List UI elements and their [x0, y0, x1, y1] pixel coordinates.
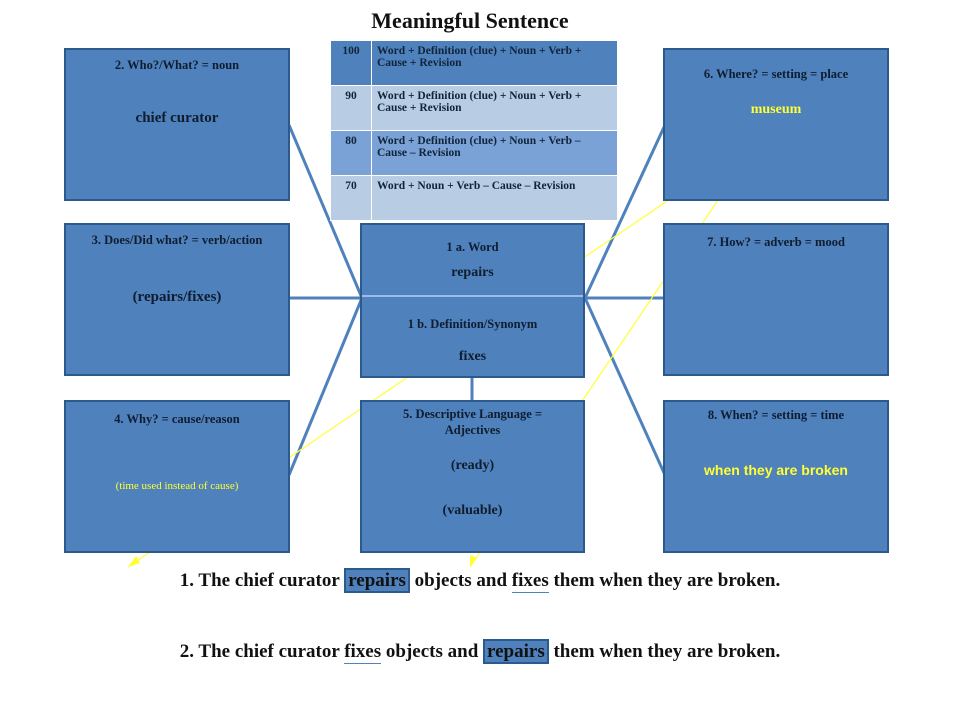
box-why: 4. Why? = cause/reason (time used instea…	[64, 400, 290, 553]
sentence-1-part: them when they are broken.	[548, 570, 781, 591]
box-desc-value-2: (valuable)	[442, 503, 503, 518]
rubric-text: Word + Definition (clue) + Noun + Verb –…	[371, 130, 618, 176]
rubric-table: 100 Word + Definition (clue) + Noun + Ve…	[330, 40, 618, 221]
sentence-2-highlight: repairs	[483, 639, 549, 664]
box-desc-value-1: (ready)	[450, 458, 495, 473]
rubric-text: Word + Definition (clue) + Noun + Verb +…	[371, 40, 618, 86]
sentence-2-underline: fixes	[344, 641, 382, 664]
box-does: 3. Does/Did what? = verb/action (repairs…	[64, 223, 290, 376]
box-def-label: 1 b. Definition/Synonym	[407, 317, 538, 331]
box-when-label: 8. When? = setting = time	[707, 408, 845, 422]
rubric-row: 100 Word + Definition (clue) + Noun + Ve…	[330, 40, 618, 86]
box-when: 8. When? = setting = time when they are …	[663, 400, 889, 553]
box-does-label: 3. Does/Did what? = verb/action	[91, 233, 263, 247]
box-who-value: chief curator	[135, 110, 219, 126]
box-when-value: when they are broken	[704, 462, 848, 478]
rubric-row: 80 Word + Definition (clue) + Noun + Ver…	[330, 130, 618, 176]
sentence-2-part: 2. The chief curator	[179, 641, 345, 662]
box-desc-label: 5. Descriptive Language = Adjectives	[402, 407, 543, 437]
rubric-row: 90 Word + Definition (clue) + Noun + Ver…	[330, 85, 618, 131]
box-why-label: 4. Why? = cause/reason	[114, 412, 240, 426]
sentence-1: 1. The chief curator repairs objects and…	[0, 568, 960, 593]
rubric-score: 90	[330, 85, 372, 131]
box-word-value: repairs	[451, 265, 494, 280]
connector-where	[583, 124, 667, 299]
sentence-1-part: objects and	[409, 570, 512, 591]
box-does-value: (repairs/fixes)	[132, 289, 222, 305]
arrowhead-1	[128, 556, 140, 567]
rubric-row: 70 Word + Noun + Verb – Cause – Revision	[330, 175, 618, 221]
box-word: 1 a. Word repairs 1 b. Definition/Synony…	[360, 223, 585, 378]
box-where-value: museum	[750, 102, 802, 117]
rubric-score: 100	[330, 40, 372, 86]
box-word-label: 1 a. Word	[446, 240, 499, 254]
box-where-label: 6. Where? = setting = place	[703, 67, 849, 81]
sentence-2-part: them when they are broken.	[548, 641, 781, 662]
rubric-text: Word + Definition (clue) + Noun + Verb +…	[371, 85, 618, 131]
box-def-value: fixes	[458, 349, 487, 364]
box-word-divider	[362, 295, 583, 297]
sentence-1-part: 1. The chief curator	[179, 570, 345, 591]
arrowhead-2	[470, 555, 477, 567]
sentence-1-highlight: repairs	[344, 568, 410, 593]
sentence-2-part: objects and	[381, 641, 484, 662]
sentence-2: 2. The chief curator fixes objects and r…	[0, 639, 960, 664]
box-who: 2. Who?/What? = noun chief curator	[64, 48, 290, 201]
page-title: Meaningful Sentence	[371, 8, 569, 33]
box-how-label: 7. How? = adverb = mood	[707, 235, 845, 249]
rubric-score: 70	[330, 175, 372, 221]
connector-why	[287, 297, 364, 476]
connector-when	[583, 297, 667, 476]
box-how: 7. How? = adverb = mood	[663, 223, 889, 376]
sentence-1-underline: fixes	[511, 570, 549, 593]
box-who-label: 2. Who?/What? = noun	[114, 58, 240, 72]
box-where: 6. Where? = setting = place museum	[663, 48, 889, 201]
box-desc: 5. Descriptive Language = Adjectives (re…	[360, 400, 585, 553]
rubric-score: 80	[330, 130, 372, 176]
rubric-text: Word + Noun + Verb – Cause – Revision	[371, 175, 618, 221]
connector-who	[287, 124, 364, 299]
box-why-value: (time used instead of cause)	[115, 480, 239, 492]
